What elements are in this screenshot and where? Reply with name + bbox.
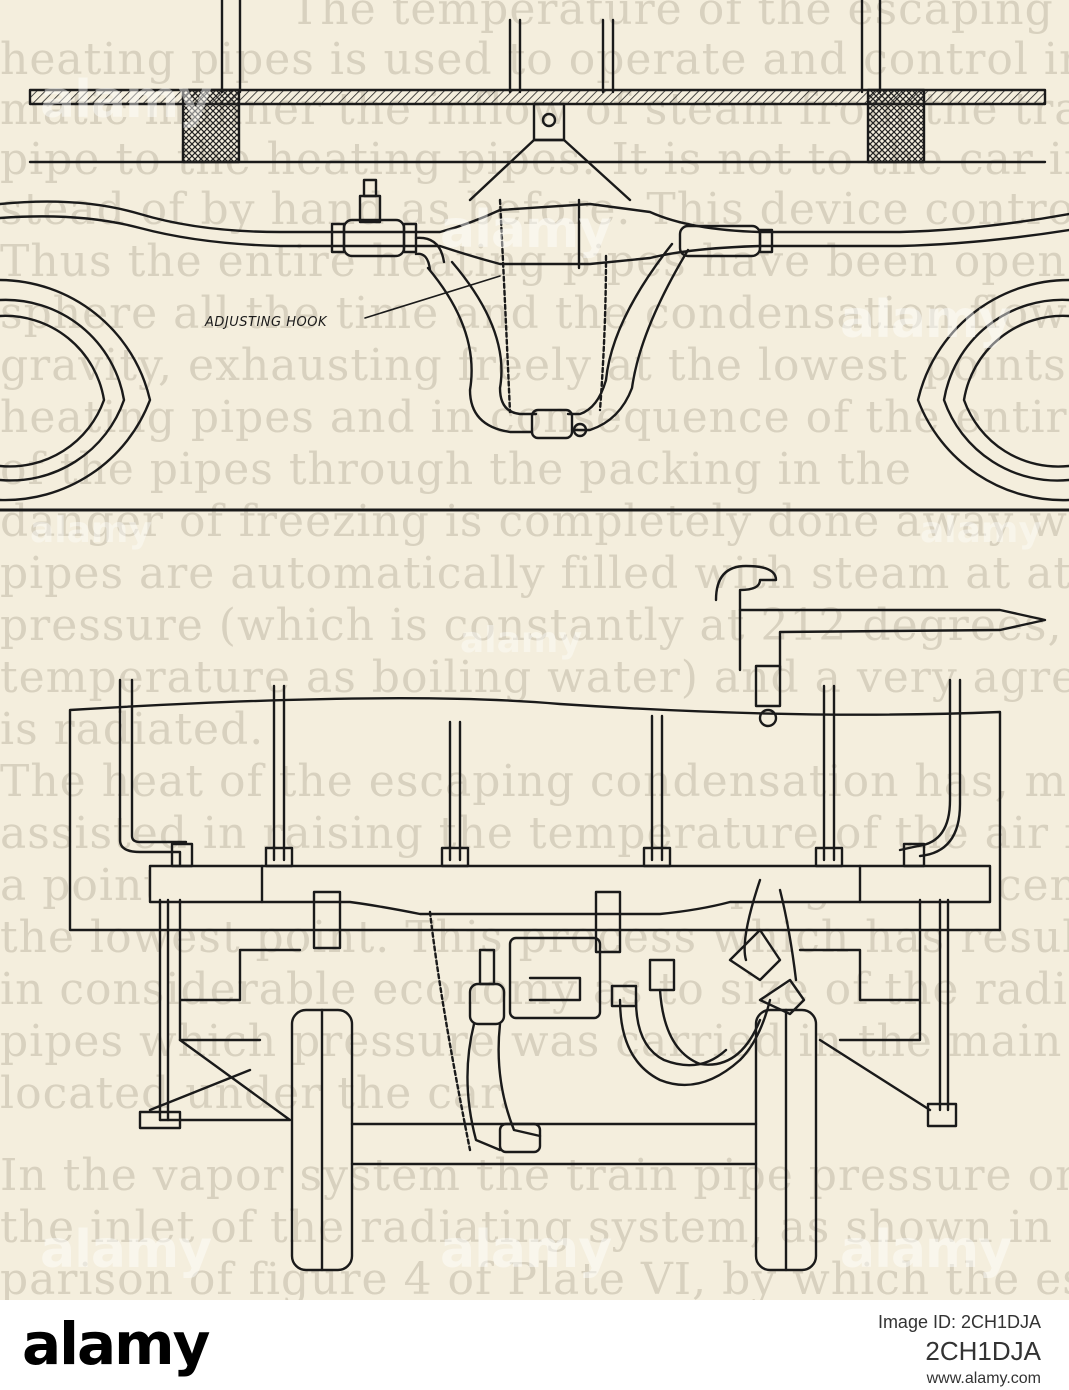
alamy-logo[interactable]: alamy	[22, 1310, 210, 1378]
upper-section-view	[0, 0, 1069, 512]
footer-meta: Image ID: 2CH1DJA 2CH1DJA www.alamy.com	[878, 1310, 1041, 1390]
scanned-page: The temperature of the escaping condensa…	[0, 0, 1069, 1300]
bleed-line: the inlet of the radiating system, as sh…	[0, 1202, 1069, 1253]
watermark: alamy	[30, 510, 152, 551]
bleed-line: gravity, exhausting freely at the lowest…	[0, 340, 1069, 391]
watermark: alamy	[460, 620, 582, 661]
bleed-line: The heat of the escaping condensation ha…	[0, 756, 1069, 807]
stock-footer: alamy Image ID: 2CH1DJA 2CH1DJA www.alam…	[0, 1300, 1069, 1390]
lower-elevation-view	[68, 678, 1002, 1272]
watermark: alamy	[440, 1220, 612, 1280]
right-sill	[866, 88, 926, 164]
watermark: alamy	[840, 1220, 1012, 1280]
left-sill	[181, 88, 241, 164]
callout-label: ADJUSTING HOOK	[204, 315, 328, 330]
bleed-line: stead of by hand as before. This device …	[0, 184, 1069, 235]
watermark: alamy	[920, 510, 1042, 551]
bleed-line: In the vapor system the train pipe press…	[0, 1150, 1069, 1201]
site-link[interactable]: www.alamy.com	[926, 1370, 1041, 1387]
bleed-line: heating pipes is used to operate and con…	[0, 34, 1069, 85]
bleed-line: pressure (which is constantly at 212 deg…	[0, 600, 1069, 651]
bleed-line: located under the car.	[0, 1068, 513, 1119]
bleed-line: in considerable economy as to size of th…	[0, 964, 1069, 1015]
bleed-line: pipes which pressure was carried in the …	[0, 1016, 1069, 1067]
adjusting-hook-detail	[714, 564, 1047, 728]
bleed-line: The temperature of the escaping condensa…	[290, 0, 1069, 35]
watermark: alamy	[440, 200, 612, 260]
bleed-line: pipes are automatically filled with stea…	[0, 548, 1069, 599]
bleed-line: temperature as boiling water) and a very…	[0, 652, 1069, 703]
watermark: alamy	[40, 1220, 212, 1280]
bleed-line: assisted in raising the temperature of t…	[0, 808, 1069, 859]
steam-heat-connection-drawing: ADJUSTING HOOK	[0, 0, 1069, 1272]
bleed-line: heating pipes and in consequence of the …	[0, 392, 1069, 443]
bleed-line: parison of figure 4 of Plate VI, by whic…	[0, 1254, 1069, 1300]
image-id: 2CH1DJA	[925, 1336, 1041, 1366]
bleed-line: danger of freezing is completely done aw…	[0, 496, 1069, 547]
bleed-line: Thus the entire heating pipes have been …	[0, 236, 1069, 287]
bleed-line: of the pipes through the packing in the	[0, 444, 912, 495]
image-credit: Image ID: 2CH1DJA	[877, 1312, 1041, 1332]
watermark: alamy	[840, 290, 1012, 350]
watermark: alamy	[40, 70, 212, 130]
bleed-line: sphere all the time and the condensation…	[0, 288, 1069, 339]
